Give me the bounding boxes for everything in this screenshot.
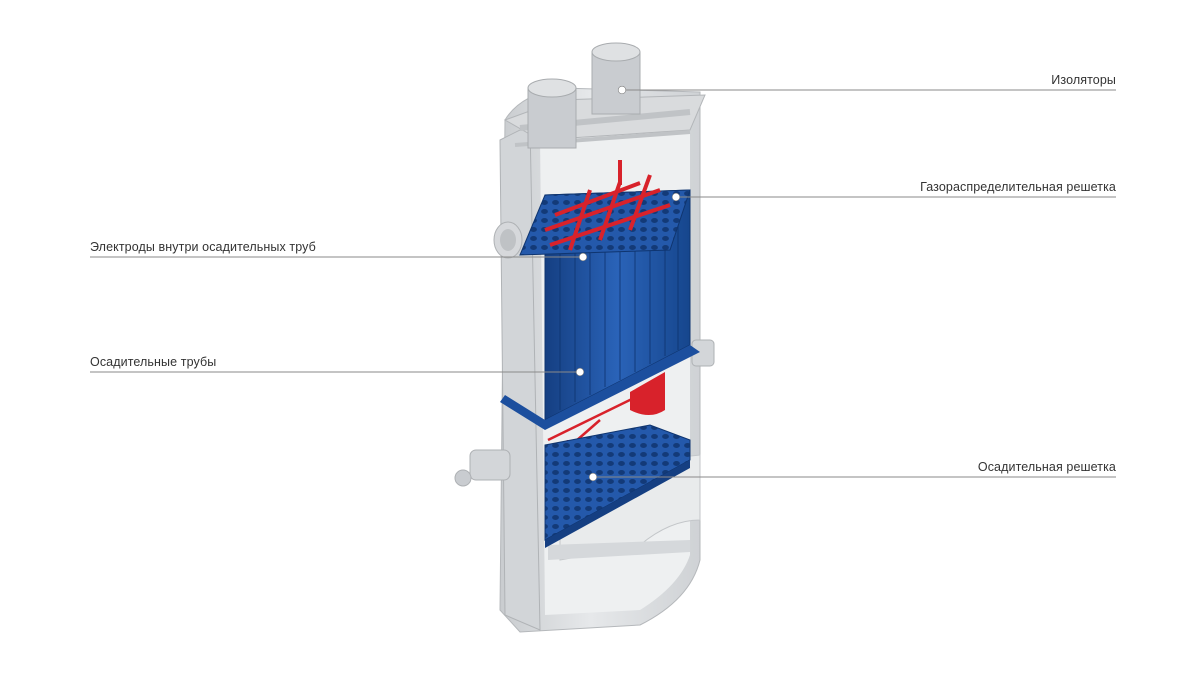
marker-electrodes (578, 252, 588, 262)
label-tubes: Осадительные трубы (90, 355, 217, 369)
label-insulators: Изоляторы (1051, 73, 1116, 87)
label-gas-grid: Газораспределительная решетка (920, 180, 1116, 194)
insulators-group (527, 42, 641, 149)
label-settling-grid: Осадительная решетка (977, 460, 1116, 474)
label-electrodes: Электроды внутри осадительных труб (90, 240, 316, 254)
settling-grid (544, 424, 691, 548)
callout-markers (575, 85, 681, 482)
leader-lines (90, 89, 1116, 478)
marker-tubes (575, 367, 585, 377)
electrodes-frame (544, 160, 671, 470)
marker-settling-grid (588, 472, 598, 482)
marker-gas-grid (671, 192, 681, 202)
marker-insulators (617, 85, 627, 95)
